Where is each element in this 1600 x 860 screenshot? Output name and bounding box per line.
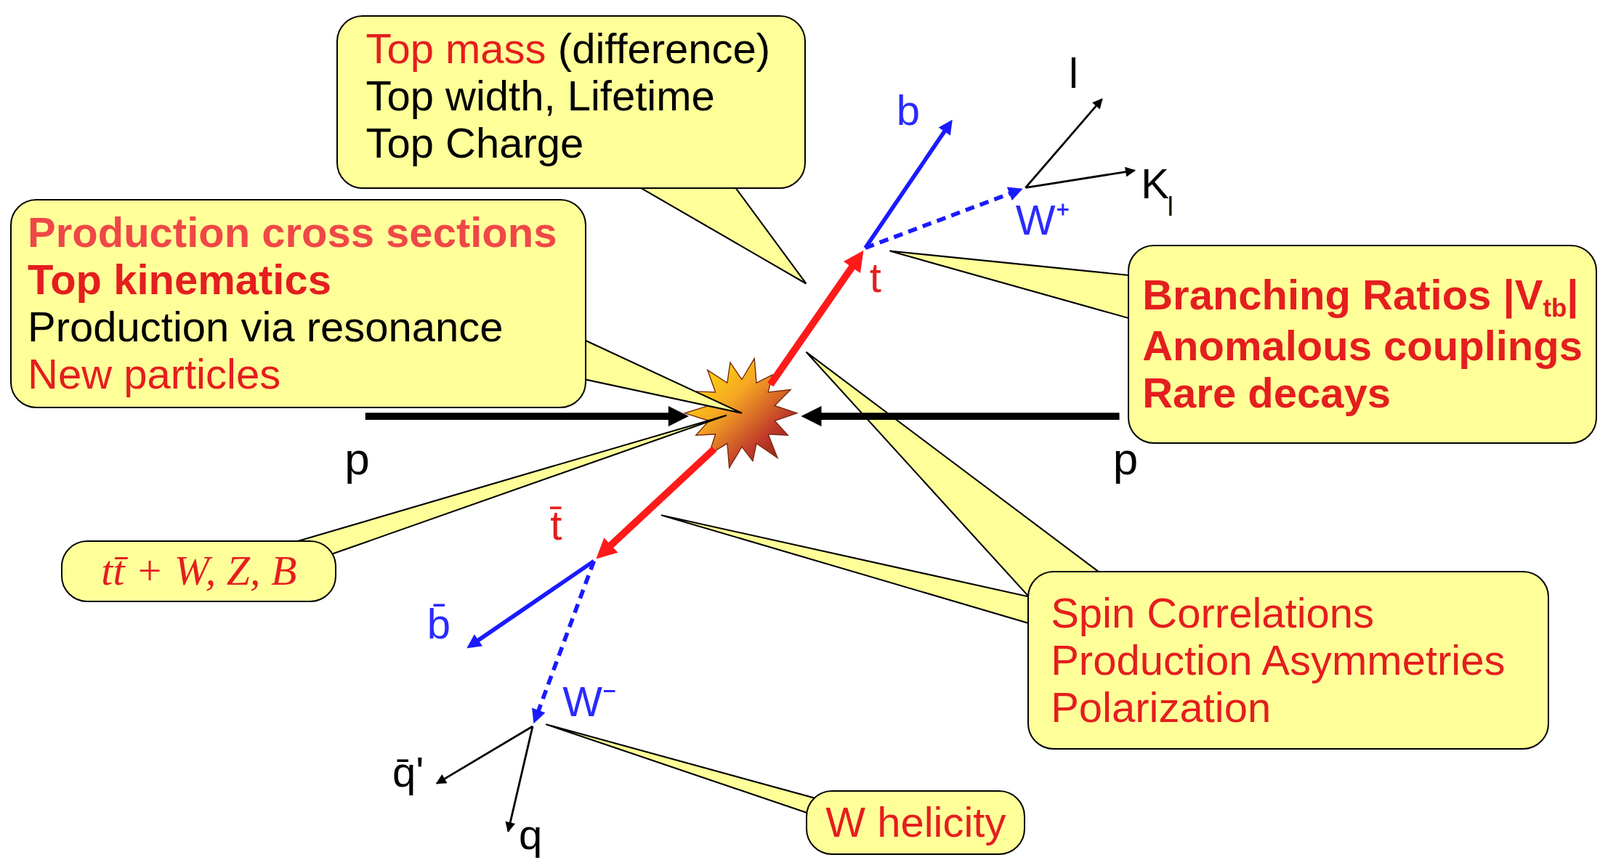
callout-bubble: Production cross sectionsTop kinematicsP…	[10, 199, 587, 409]
quark-arrow	[436, 726, 533, 785]
boson-label: W⁻	[562, 680, 617, 723]
top-arrow	[770, 262, 856, 386]
b-quark-arrow	[865, 127, 947, 248]
w-boson-arrow	[865, 192, 1014, 249]
callout-text: W helicity	[825, 798, 1006, 846]
callout-text: Production via resonance	[27, 302, 504, 351]
text-line: Top Charge	[365, 119, 584, 168]
beam-arrow	[815, 412, 1119, 420]
callout-text: New particles	[27, 350, 281, 398]
callout-tail	[890, 251, 1152, 325]
callout-text: Top Charge	[365, 119, 584, 167]
callout-bubble: Spin CorrelationsProduction AsymmetriesP…	[1027, 571, 1550, 750]
lepton-label: l	[1068, 52, 1079, 95]
text-line: Top mass(difference)	[365, 25, 771, 73]
quark-label: b̄	[427, 603, 451, 646]
callout-bubble: Branching Ratios |Vtb|Anomalous coupling…	[1127, 244, 1598, 444]
boson-label: W⁺	[1015, 199, 1071, 242]
callout-text: Production Asymmetries	[1050, 636, 1505, 684]
text-line: W helicity	[825, 799, 1006, 847]
callout-text: Production cross sections	[27, 208, 557, 256]
callout-bubble: Top mass(difference)Top width, LifetimeT…	[336, 15, 806, 189]
callout-text: Anomalous couplings	[1142, 321, 1583, 370]
beam-arrow	[365, 412, 676, 420]
callout-bubble: W helicity	[805, 790, 1026, 855]
quark-label: q	[518, 813, 543, 856]
callout-text: |	[1566, 271, 1579, 319]
quark-label: q̄'	[392, 751, 424, 794]
neutrino-label: K	[1140, 162, 1170, 205]
text-line: Polarization	[1050, 684, 1271, 732]
callout-text: Top mass	[365, 24, 546, 72]
lepton-arrow	[1025, 98, 1102, 188]
beam-label: p	[344, 436, 370, 482]
callout-text: (difference)	[558, 24, 771, 72]
callout-text: tb	[1542, 293, 1567, 322]
text-line: Anomalous couplings	[1142, 322, 1583, 370]
callout-text: Rare decays	[1142, 369, 1391, 417]
callout-text: Branching Ratios |V	[1142, 271, 1543, 319]
text-line: Production Asymmetries	[1050, 637, 1505, 685]
quark-label: b	[896, 89, 920, 132]
top-label: t̄	[550, 504, 562, 547]
text-line: Production via resonance	[27, 303, 504, 351]
callout-text: Top width, Lifetime	[365, 71, 715, 120]
text-line: Branching Ratios |Vtb|	[1142, 271, 1579, 323]
callout-text: Top kinematics	[27, 255, 332, 303]
b-quark-arrow	[475, 560, 595, 643]
text-line: Top width, Lifetime	[365, 72, 715, 120]
callout-text: Spin Correlations	[1050, 589, 1375, 637]
text-line: New particles	[27, 350, 281, 399]
callout-bubble: tt̄ + W, Z, B	[61, 540, 337, 602]
text-line: Production cross sections	[27, 209, 557, 257]
callout-text: tt̄ + W, Z, B	[100, 547, 297, 595]
text-line: Top kinematics	[27, 256, 332, 304]
top-label: t	[869, 256, 882, 299]
text-line: Rare decays	[1142, 369, 1391, 418]
callout-text: Polarization	[1050, 683, 1271, 731]
beam-label: p	[1113, 436, 1138, 482]
antitop-arrow	[606, 449, 715, 550]
text-line: Spin Correlations	[1050, 590, 1375, 638]
callout-tail	[545, 724, 832, 822]
neutrino-arrow	[1025, 170, 1135, 189]
callout-tail	[566, 331, 742, 413]
callout-tail	[661, 515, 1043, 628]
text-line: tt̄ + W, Z, B	[100, 547, 297, 596]
subscript-label: l	[1167, 194, 1174, 221]
